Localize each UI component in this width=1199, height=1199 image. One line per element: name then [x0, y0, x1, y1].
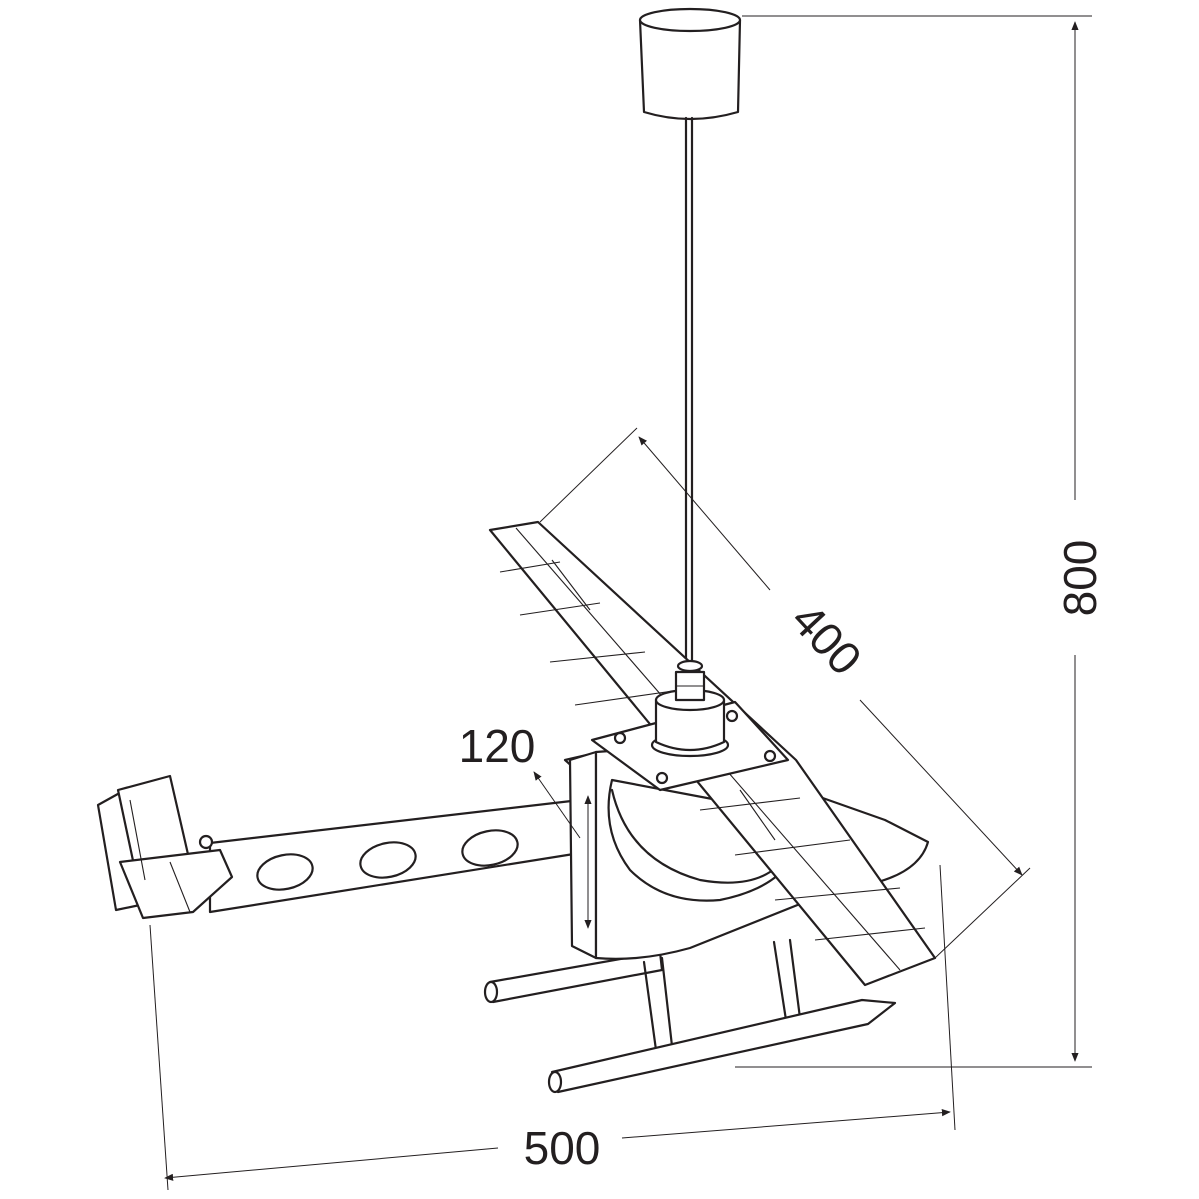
dimension-depth: 120	[459, 720, 592, 929]
tail-boom-hole	[461, 829, 519, 867]
tail-fin	[96, 774, 234, 920]
width-label: 500	[524, 1122, 601, 1174]
tail-boom-hole	[359, 841, 417, 879]
height-label: 800	[1054, 540, 1106, 617]
lamp-socket	[650, 659, 730, 758]
ceiling-canopy	[638, 7, 742, 121]
dimension-height: 800	[735, 15, 1106, 1068]
depth-label: 120	[459, 720, 536, 772]
tail-boom	[208, 798, 582, 914]
dimension-width: 500	[149, 864, 956, 1191]
wingspan-label: 400	[782, 593, 872, 685]
tail-boom-hole	[256, 853, 314, 891]
suspension-cable	[684, 116, 694, 667]
landing-skids	[483, 938, 897, 1094]
